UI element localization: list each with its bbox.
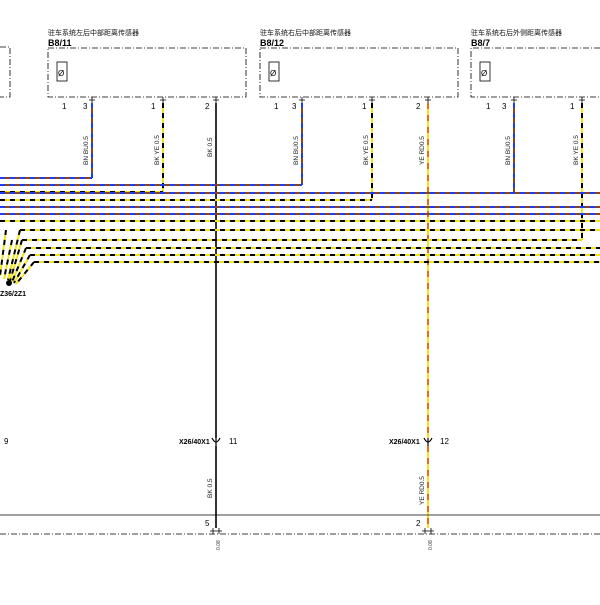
module-small-label: 0.08 [216, 540, 222, 550]
wire-label: BK YE 0.5 [154, 135, 161, 165]
wire-label: BK 0.5 [207, 478, 214, 498]
sensor-id: B8/11 [48, 38, 72, 48]
wire-label: BK 0.5 [207, 137, 214, 157]
pin-label: 3 [292, 102, 297, 111]
sensor-symbol-icon: Ø [58, 69, 64, 78]
wire-label: YE RD0.5 [419, 136, 426, 165]
sensor-title: 驻车系统右后中部距离传感器 [260, 28, 351, 37]
module-small-label: 0.08 [428, 540, 434, 550]
pin-label: 2 [416, 102, 421, 111]
sensor-symbol-icon: Ø [270, 69, 276, 78]
sensor-b8-11: 驻车系统左后中部距离传感器 B8/11 Ø 1 3 1 2 [47, 28, 247, 111]
connector-name: X26/40X1 [179, 439, 210, 446]
pin-label: 3 [502, 102, 507, 111]
connector-name: X26/40X1 [389, 439, 420, 446]
pin-label: 2 [205, 102, 210, 111]
connector-pin: 12 [440, 437, 449, 446]
pin-label: 1 [62, 102, 67, 111]
sensor-symbol-icon: Ø [481, 69, 487, 78]
wire-label: BK YE 0.5 [363, 135, 370, 165]
module-pin: 5 [205, 519, 210, 528]
sensor-box-partial-left [0, 46, 11, 98]
splice-label: Z36/2Z1 [0, 291, 26, 298]
connector-x26-40x1-12: X26/40X1 12 [389, 437, 449, 446]
wire-label: YE RD0.5 [419, 476, 426, 505]
wire-label: BK YE 0.5 [573, 135, 580, 165]
wire-label: BN BU0.5 [505, 136, 512, 165]
sensor-title: 驻车系统左后中部距离传感器 [48, 28, 139, 37]
left-connector-pin: 9 [4, 437, 9, 446]
sensor-id: B8/12 [260, 38, 284, 48]
connector-pin: 11 [229, 437, 238, 446]
harness-bus [0, 177, 600, 263]
sensor-b8-12: 驻车系统右后中部距离传感器 B8/12 Ø 1 3 1 2 [259, 28, 459, 111]
sensor-b8-7: 驻车系统右后外侧距离传感器 B8/7 Ø 1 3 1 [470, 28, 600, 111]
bottom-module: 5 2 0.08 0.08 [0, 514, 600, 550]
sensor-title: 驻车系统右后外侧距离传感器 [471, 28, 562, 37]
pin-label: 1 [570, 102, 575, 111]
module-pin: 2 [416, 519, 421, 528]
pin-header-ticks [89, 97, 585, 103]
sensor-id: B8/7 [471, 38, 490, 48]
pin-label: 3 [83, 102, 88, 111]
splice-fan [0, 229, 35, 286]
wire-labels: BN BU0.5 BK YE 0.5 BK 0.5 BN BU0.5 BK YE… [83, 135, 580, 505]
pin-label: 1 [151, 102, 156, 111]
wire-label: BN BU0.5 [293, 136, 300, 165]
connector-x26-40x1-11: X26/40X1 11 [179, 437, 238, 446]
wire-label: BN BU0.5 [83, 136, 90, 165]
pin-label: 1 [274, 102, 279, 111]
pin-label: 1 [486, 102, 491, 111]
pin-label: 1 [362, 102, 367, 111]
